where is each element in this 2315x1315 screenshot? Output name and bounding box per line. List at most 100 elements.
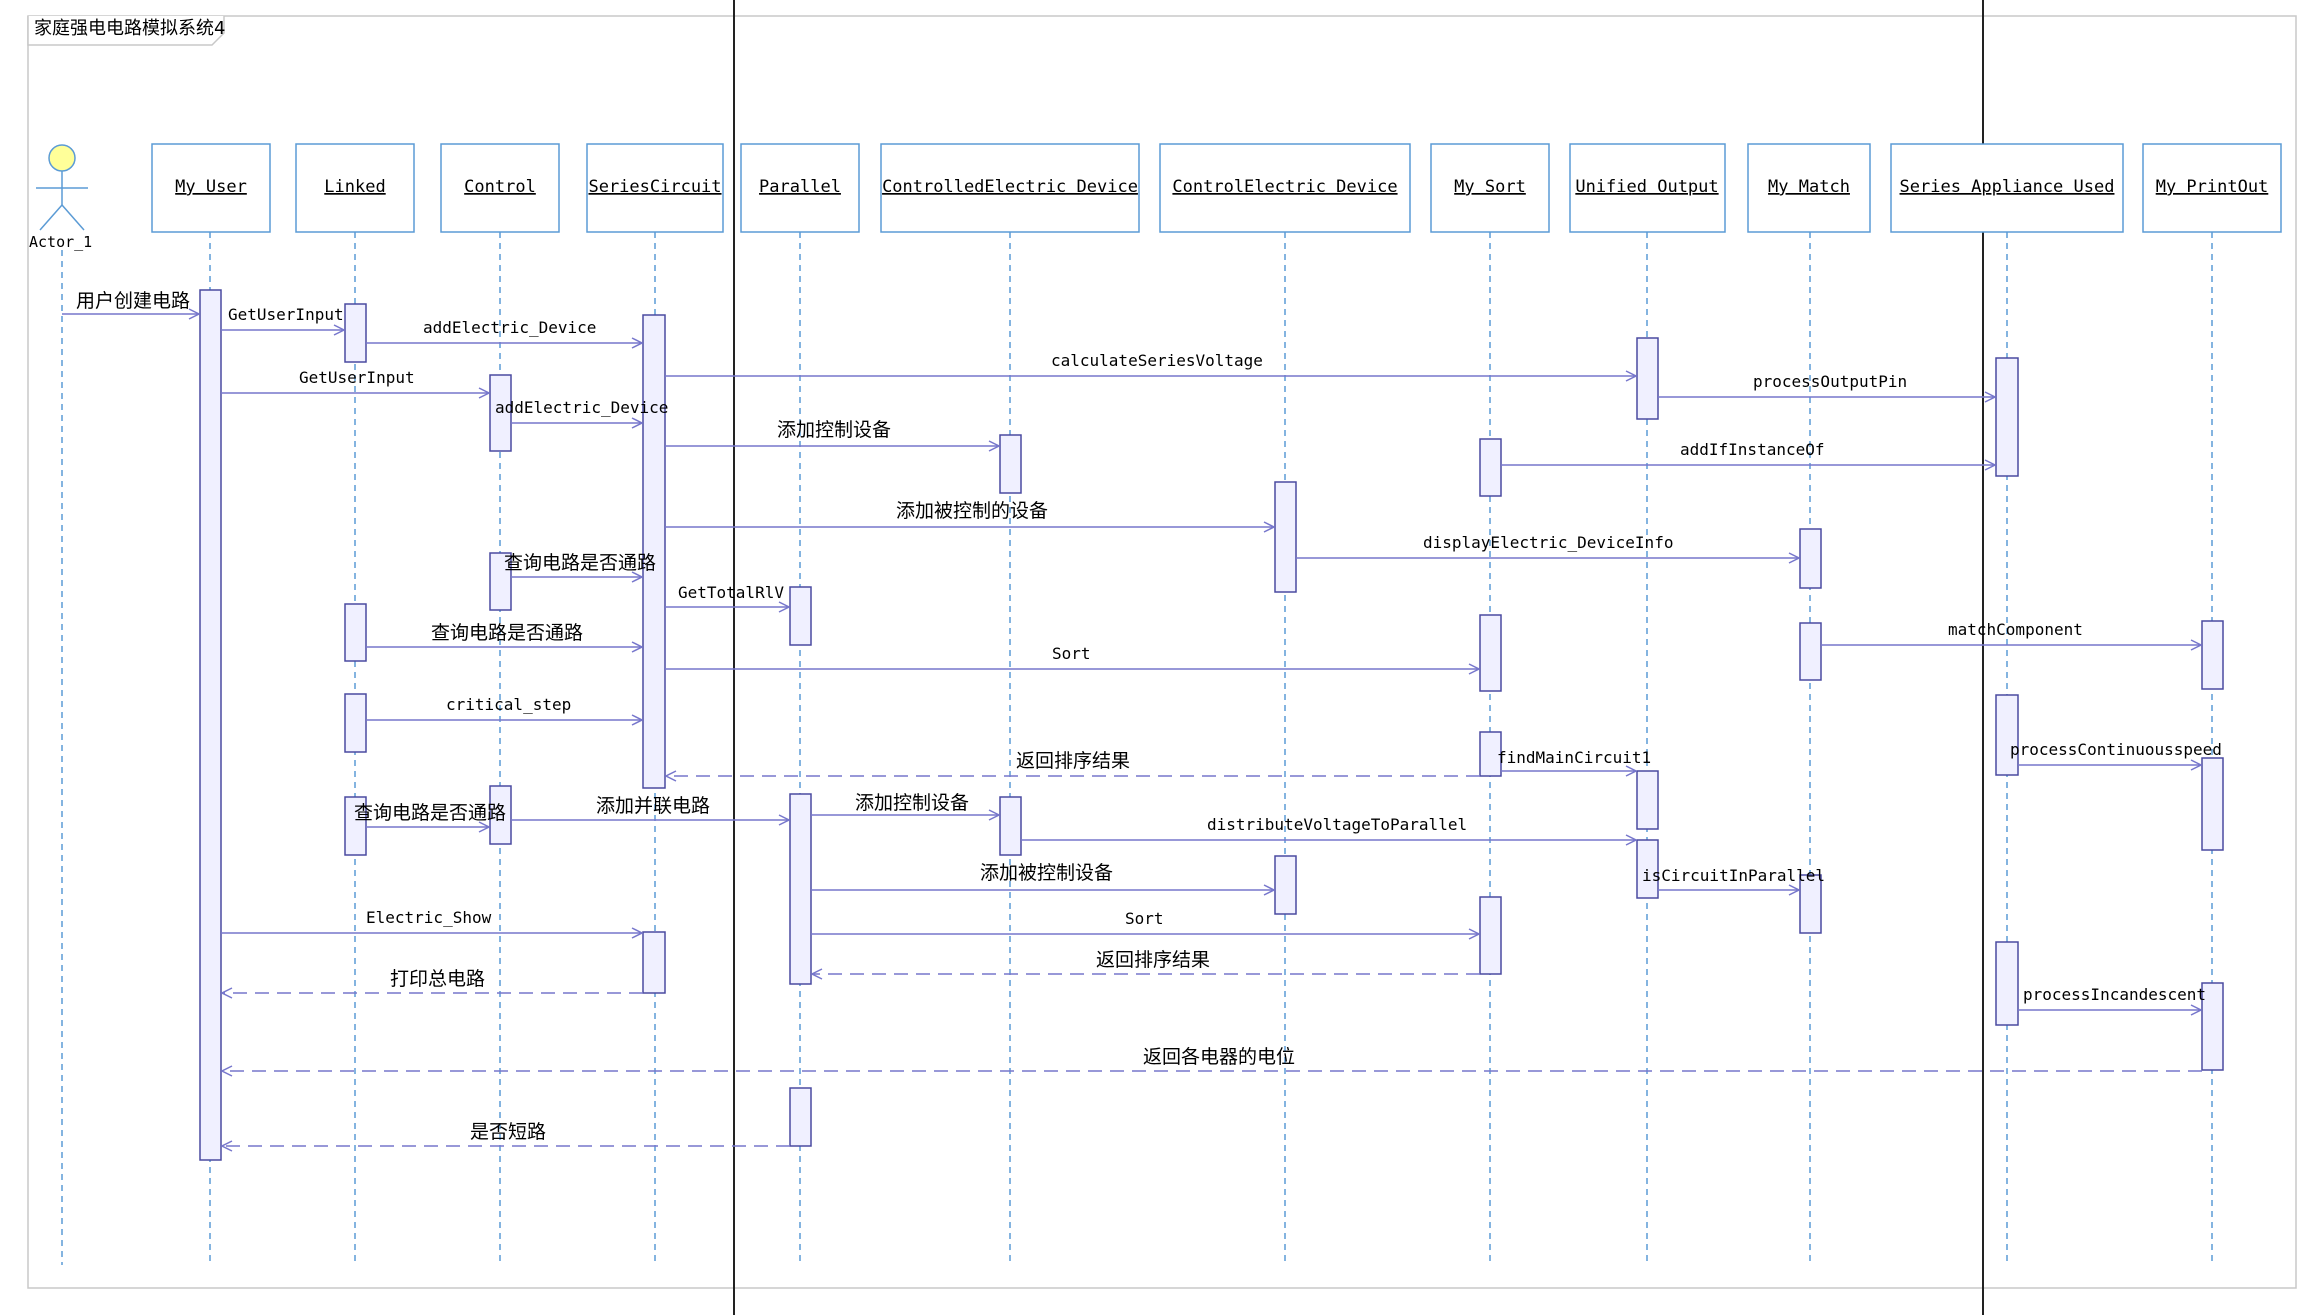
object-label: Unified Output [1575,177,1718,197]
object-label: ControlElectric Device [1172,177,1397,197]
message-label: processOutputPin [1753,372,1907,391]
actor-label: Actor_1 [29,233,92,251]
message-label: 添加并联电路 [596,795,710,817]
message-label: isCircuitInParallel [1642,866,1825,885]
object-boxes: My User Linked Control SeriesCircuit Par… [151,143,2282,233]
object-linked: Linked [295,143,415,233]
object-my-user: My User [151,143,271,233]
activation-bar [2201,757,2224,851]
activation-bar [344,603,367,662]
actor-head [48,144,76,172]
message-arrows [62,314,2202,1146]
message-label: calculateSeriesVoltage [1051,351,1263,370]
message-label: processIncandescent [2023,985,2206,1004]
activation-bar [1274,855,1297,915]
object-label: Control [464,177,536,197]
object-controlled-electric-device: ControlledElectric Device [880,143,1140,233]
message-label: 添加控制设备 [777,419,891,441]
frame-title: 家庭强电电路模拟系统4 [34,18,225,39]
activation-bar [789,793,812,985]
message-label: findMainCircuit1 [1497,748,1651,767]
message-label: 是否短路 [470,1121,546,1143]
message-label: addElectric_Device [423,318,596,337]
activation-bar [1274,481,1297,593]
message-label: GetUserInput [299,368,415,387]
object-control-electric-device: ControlElectric Device [1159,143,1411,233]
message-label: 添加被控制的设备 [896,500,1048,522]
message-label: matchComponent [1948,620,2083,639]
diagram-frame [27,15,2297,1289]
object-parallel: Parallel [740,143,860,233]
message-label: addElectric_Device [495,398,668,417]
message-label: 查询电路是否通路 [504,552,656,574]
activation-bar [642,314,666,789]
activation-bar [789,1087,812,1147]
activation-bar [2201,620,2224,690]
message-label: 添加被控制设备 [980,862,1113,884]
object-label: My Match [1768,177,1850,197]
activation-bar [1995,357,2019,477]
object-label: My PrintOut [2156,177,2269,197]
activation-bar [1799,528,1822,589]
message-label: 返回排序结果 [1096,949,1210,971]
activation-bar [344,796,367,856]
activation-bar [344,303,367,363]
object-label: SeriesCircuit [588,177,721,197]
message-label: critical_step [446,695,571,714]
activation-bar [1479,896,1502,975]
object-label: Linked [324,177,385,197]
message-label: GetUserInput [228,305,344,324]
activation-bar [1995,941,2019,1026]
activation-bar [199,289,222,1161]
activation-bar [642,931,666,994]
object-label: Parallel [759,177,841,197]
message-label: distributeVoltageToParallel [1207,815,1467,834]
actor: Actor_1 [29,144,92,1265]
activation-bar [999,434,1022,494]
activation-bar [1799,622,1822,681]
object-label: My Sort [1454,177,1526,197]
activation-bar [1479,438,1502,497]
message-labels: 用户创建电路 GetUserInput addElectric_Device c… [76,290,2222,1143]
message-label: Sort [1052,644,1091,663]
message-label: 返回各电器的电位 [1143,1046,1295,1068]
activation-bar [489,374,512,452]
object-control: Control [440,143,560,233]
activation-bar [344,693,367,753]
activation-bar [999,796,1022,856]
activation-bar [1995,694,2019,776]
message-label: 添加控制设备 [855,792,969,814]
message-label: 用户创建电路 [76,290,190,312]
object-label: Series Appliance Used [1900,177,2115,197]
activation-bar [789,586,812,646]
message-label: GetTotalRlV [678,583,784,602]
activation-bar [489,552,512,611]
object-my-printout: My PrintOut [2142,143,2282,233]
object-my-sort: My Sort [1430,143,1550,233]
activation-bar [1479,731,1502,777]
message-label: processContinuousspeed [2010,740,2222,759]
object-unified-output: Unified Output [1569,143,1726,233]
actor-leg-right [61,204,85,231]
message-label: Sort [1125,909,1164,928]
activation-bar [1479,614,1502,692]
object-series-circuit: SeriesCircuit [586,143,724,233]
activation-bar [1636,839,1659,899]
activation-bar [1636,337,1659,420]
actor-leg-left [39,204,63,231]
object-label: ControlledElectric Device [882,177,1138,197]
message-label: 查询电路是否通路 [431,622,583,644]
object-my-match: My Match [1747,143,1871,233]
activation-bar [489,785,512,845]
frame-title-tab [27,16,225,46]
message-label: 返回排序结果 [1016,750,1130,772]
object-label: My User [175,177,247,197]
message-label: addIfInstanceOf [1680,440,1825,459]
activation-bar [1799,874,1822,934]
object-series-appliance-used: Series Appliance Used [1890,143,2124,233]
message-label: 打印总电路 [390,968,485,990]
activation-bar [1636,770,1659,830]
activation-bar [2201,982,2224,1071]
message-label: Electric_Show [366,908,492,927]
